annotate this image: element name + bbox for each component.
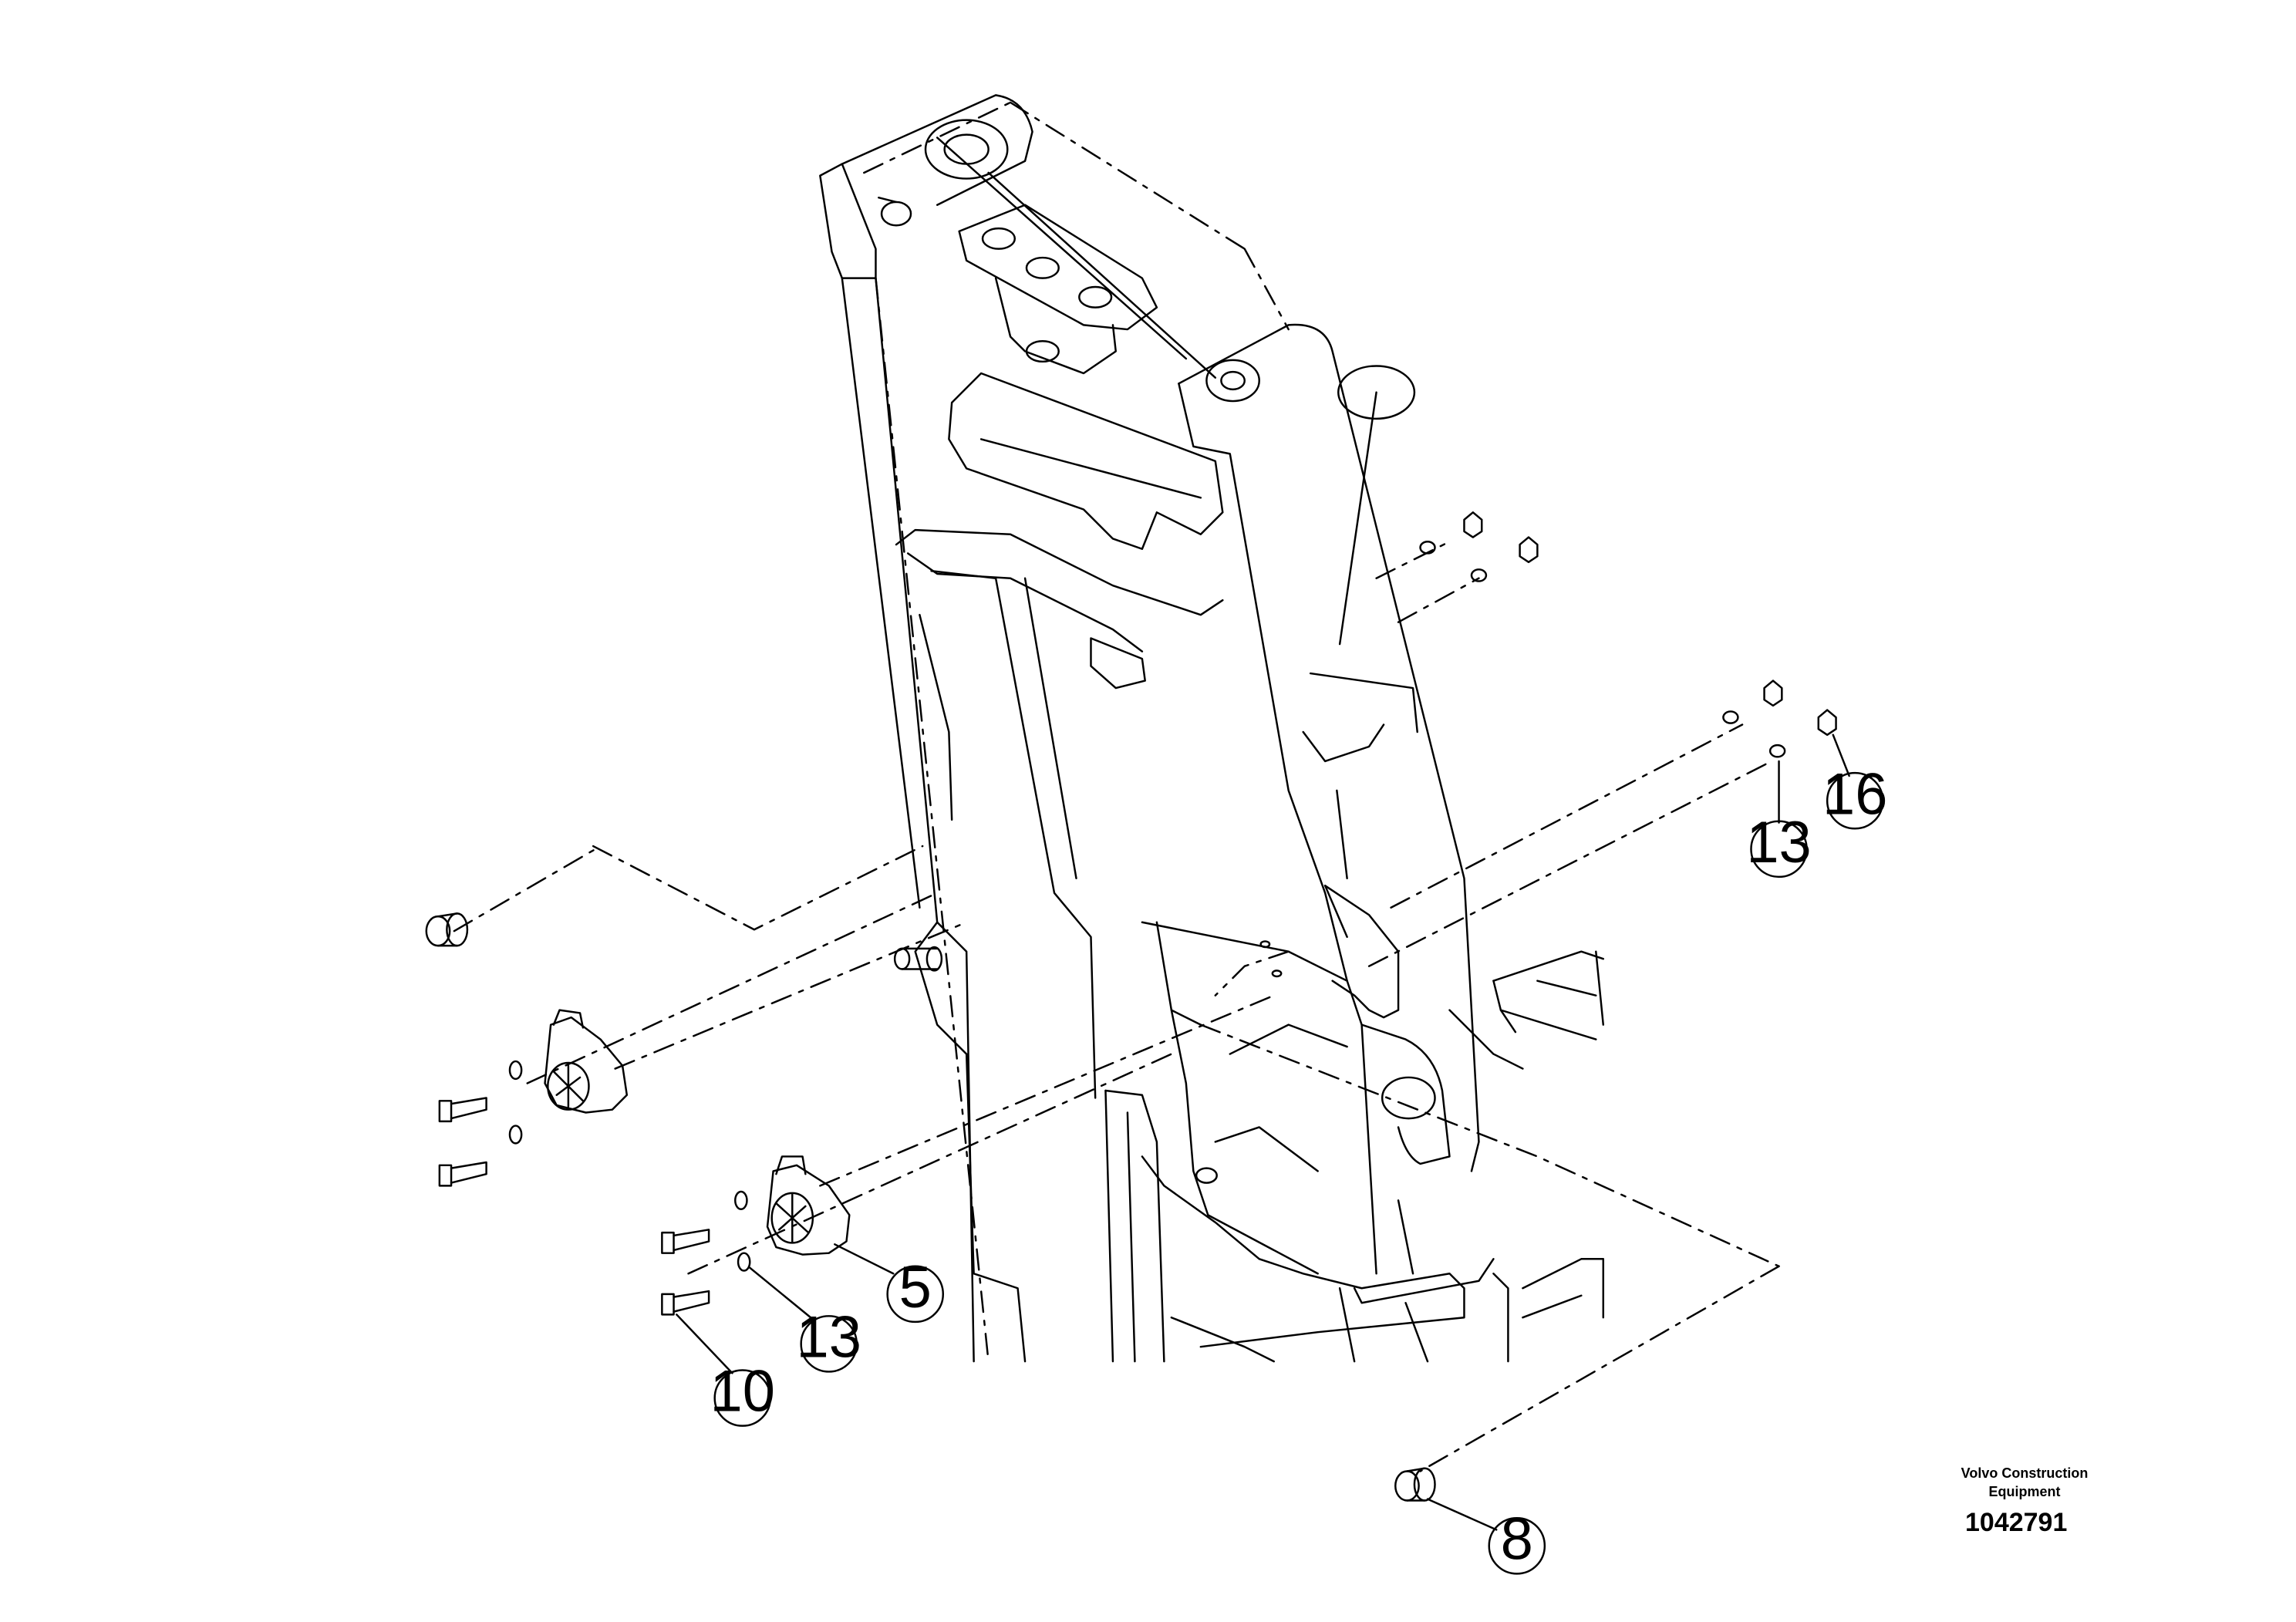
callout-label-5: 5	[899, 1255, 932, 1320]
bolt-1	[438, 1097, 487, 1123]
top-pivot-tube	[878, 119, 1217, 379]
callout-labels: 16 13 5 13 10 8	[710, 761, 1888, 1572]
bolt-4	[661, 1290, 710, 1316]
brand-line-2: Equipment	[1988, 1484, 2061, 1499]
center-plate	[1141, 921, 1348, 1275]
nuts	[1463, 511, 1837, 737]
callout-label-13-upper: 13	[1746, 810, 1811, 875]
lower-chassis	[1104, 1089, 1605, 1363]
callout-label-16: 16	[1822, 761, 1887, 827]
backup-alarm-lower	[766, 1155, 851, 1256]
assembly-leader-lines	[453, 101, 1780, 1472]
callout-label-13-lower: 13	[797, 1304, 861, 1370]
frame-left-upright	[819, 94, 1097, 1363]
mounting-bracket	[1323, 885, 1495, 1304]
washers	[508, 541, 1786, 1272]
bolt-2	[438, 1161, 487, 1187]
right-rear-box	[1448, 950, 1605, 1070]
document-number: 1042791	[1965, 1508, 2068, 1537]
callout-label-8: 8	[1501, 1506, 1533, 1572]
bolt-3	[661, 1229, 710, 1254]
middle-cross-member	[895, 372, 1224, 690]
callout-circles	[713, 771, 1884, 1575]
callout-leaders	[676, 733, 1850, 1531]
bushing-lower-right	[1394, 1467, 1436, 1502]
top-cross-plate	[958, 204, 1158, 375]
bushing-upper-left	[425, 912, 469, 947]
frame-right-upright	[1178, 323, 1480, 1275]
lever-pivot-boss	[1302, 365, 1418, 763]
callout-label-10: 10	[710, 1359, 775, 1425]
pivot-pin	[893, 946, 943, 972]
backup-alarm-upper	[544, 1009, 629, 1114]
brand-line-1: Volvo Construction	[1961, 1465, 2089, 1481]
brand-block: Volvo Construction Equipment	[1920, 1464, 2129, 1501]
